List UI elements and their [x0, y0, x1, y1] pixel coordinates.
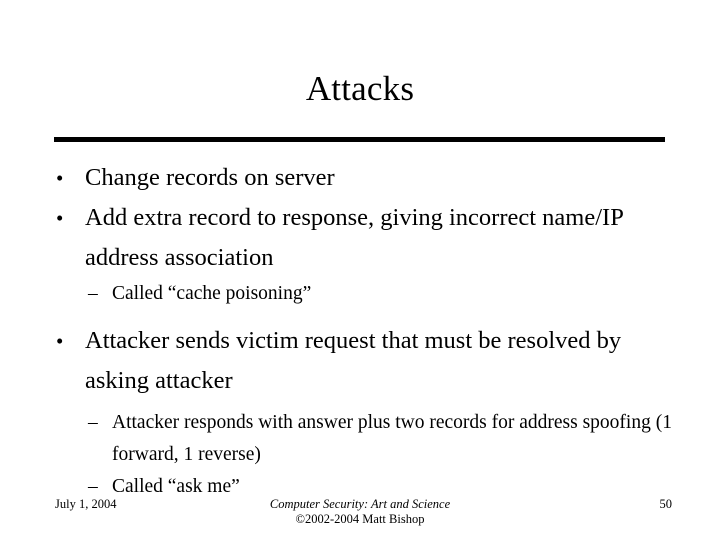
bullet-marker-icon: • — [56, 329, 64, 353]
slide-body: • Change records on server • Add extra r… — [54, 158, 674, 503]
slide-title: Attacks — [305, 69, 415, 108]
sub-bullet-text: Attacker responds with answer plus two r… — [112, 412, 672, 465]
dash-marker-icon: – — [88, 476, 98, 497]
bullet-marker-icon: • — [56, 206, 64, 230]
bullet-item: • Change records on server — [54, 158, 674, 198]
bullet-item: • Attacker sends victim request that mus… — [54, 321, 674, 401]
footer-book-title: Computer Security: Art and Science — [269, 497, 451, 511]
sub-bullet-item: – Attacker responds with answer plus two… — [54, 407, 674, 471]
bullet-text: Add extra record to response, giving inc… — [85, 204, 623, 271]
bullet-text: Attacker sends victim request that must … — [85, 327, 622, 394]
dash-marker-icon: – — [88, 412, 98, 433]
footer-date: July 1, 2004 — [55, 497, 117, 511]
slide-footer: July 1, 2004 Computer Security: Art and … — [0, 494, 720, 534]
bullet-text: Change records on server — [85, 164, 335, 191]
dash-marker-icon: – — [88, 283, 98, 304]
bullet-item: • Add extra record to response, giving i… — [54, 198, 674, 278]
footer-page-number: 50 — [659, 497, 673, 511]
sub-bullet-text: Called “ask me” — [112, 476, 240, 497]
footer-attribution: Computer Security: Art and Science ©2002… — [160, 497, 560, 527]
sub-bullet-item: – Called “cache poisoning” — [54, 278, 674, 310]
title-divider — [54, 137, 665, 142]
sub-bullet-item: – Called “ask me” — [54, 471, 674, 503]
sub-bullet-text: Called “cache poisoning” — [112, 283, 312, 304]
bullet-marker-icon: • — [56, 166, 64, 190]
footer-copyright: ©2002-2004 Matt Bishop — [295, 512, 425, 526]
